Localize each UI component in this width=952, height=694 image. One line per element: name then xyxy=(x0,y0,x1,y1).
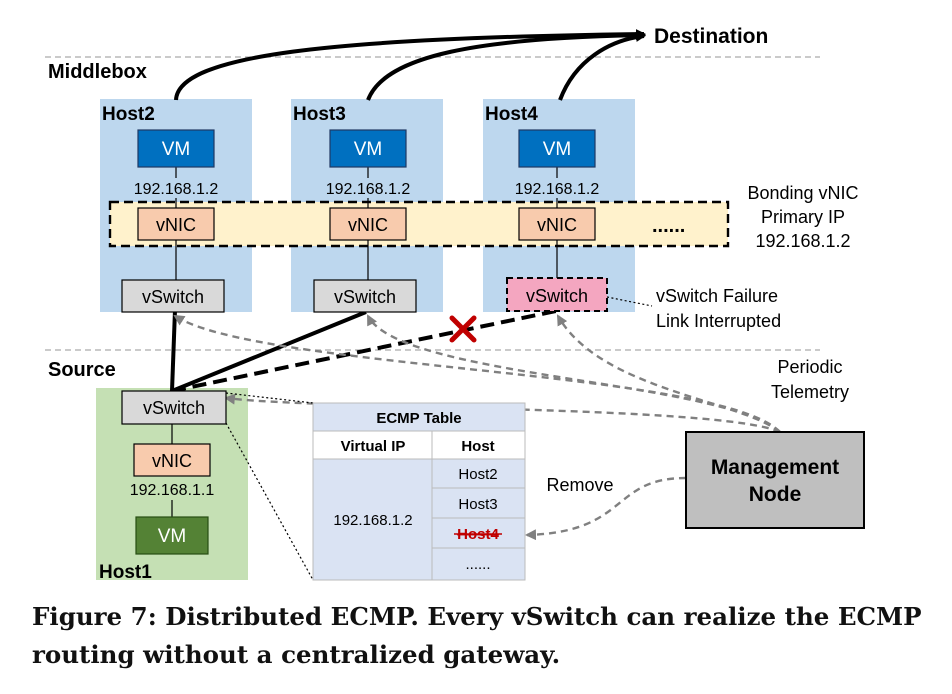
telemetry-label-line2: Telemetry xyxy=(771,382,849,402)
bonding-label-line3: 192.168.1.2 xyxy=(755,231,850,251)
management-label-line1: Management xyxy=(711,456,839,479)
ecmp-host-row-1: Host2 xyxy=(458,466,497,483)
host2-vm-box xyxy=(137,129,215,168)
host3-vnic-label: vNIC xyxy=(348,215,388,235)
host4-vm-box xyxy=(518,129,596,168)
host3-vswitch-label: vSwitch xyxy=(334,287,396,307)
middlebox-label: Middlebox xyxy=(48,61,147,83)
ecmp-virtual-ip-cell: 192.168.1.2 xyxy=(333,512,412,529)
telemetry-label-line1: Periodic xyxy=(777,357,842,377)
ecmp-table-title: ECMP Table xyxy=(376,410,461,427)
link-failure-cross-icon xyxy=(449,315,477,343)
host1-name: Host1 xyxy=(99,562,152,583)
host4-vnic-box xyxy=(518,207,596,241)
failure-label-line1: vSwitch Failure xyxy=(656,286,778,306)
bonding-label-line2: Primary IP xyxy=(761,207,845,227)
host4-vm-label: VM xyxy=(543,139,572,160)
ecmp-header-host: Host xyxy=(461,438,494,455)
host2-ip: 192.168.1.2 xyxy=(134,181,219,198)
host3-vnic-box xyxy=(329,207,407,241)
host1-vnic-label: vNIC xyxy=(152,451,192,471)
management-label-line2: Node xyxy=(749,483,802,506)
host1-ip: 192.168.1.1 xyxy=(130,482,215,499)
leader-lines xyxy=(225,296,653,581)
host4-vswitch-failed-box xyxy=(506,277,608,312)
host2-vnic-label: vNIC xyxy=(156,215,196,235)
host1-vswitch-box xyxy=(121,390,227,425)
destination-label: Destination xyxy=(654,25,768,48)
bonding-ellipsis: ...... xyxy=(652,215,685,237)
host1-vnic-box xyxy=(133,443,211,477)
host3-name: Host3 xyxy=(293,104,346,125)
remove-label: Remove xyxy=(546,475,613,495)
host3-vm-label: VM xyxy=(354,139,383,160)
host4-vnic-label: vNIC xyxy=(537,215,577,235)
ecmp-table xyxy=(312,402,526,581)
host4-name: Host4 xyxy=(485,104,538,125)
ecmp-host-row-2: Host3 xyxy=(458,496,497,513)
host3-vm-box xyxy=(329,129,407,168)
management-node-box xyxy=(685,431,865,529)
host1-vswitch-label: vSwitch xyxy=(143,398,205,418)
host2-name: Host2 xyxy=(102,104,155,125)
ecmp-header-virtual-ip: Virtual IP xyxy=(341,438,406,455)
ecmp-host-row-4: ...... xyxy=(465,556,490,573)
host1-vm-box xyxy=(135,516,209,555)
host4-ip: 192.168.1.2 xyxy=(515,181,600,198)
host2-vswitch-label: vSwitch xyxy=(142,287,204,307)
figure-caption: Figure 7: Distributed ECMP. Every vSwitc… xyxy=(32,602,922,669)
internal-links xyxy=(171,167,558,517)
ecmp-diagram: Destination Middlebox Source Host2 Host3… xyxy=(45,25,865,583)
source-label: Source xyxy=(48,359,116,381)
bonding-label-line1: Bonding vNIC xyxy=(747,183,858,203)
host2-vswitch-box xyxy=(121,279,225,313)
failure-label-line2: Link Interrupted xyxy=(656,311,781,331)
host1-vm-label: VM xyxy=(158,526,187,547)
host4-vswitch-label: vSwitch xyxy=(526,286,588,306)
host3-vswitch-box xyxy=(313,279,417,313)
destination-links xyxy=(174,29,646,101)
host2-vnic-box xyxy=(137,207,215,241)
host3-ip: 192.168.1.2 xyxy=(326,181,411,198)
host2-vm-label: VM xyxy=(162,139,191,160)
